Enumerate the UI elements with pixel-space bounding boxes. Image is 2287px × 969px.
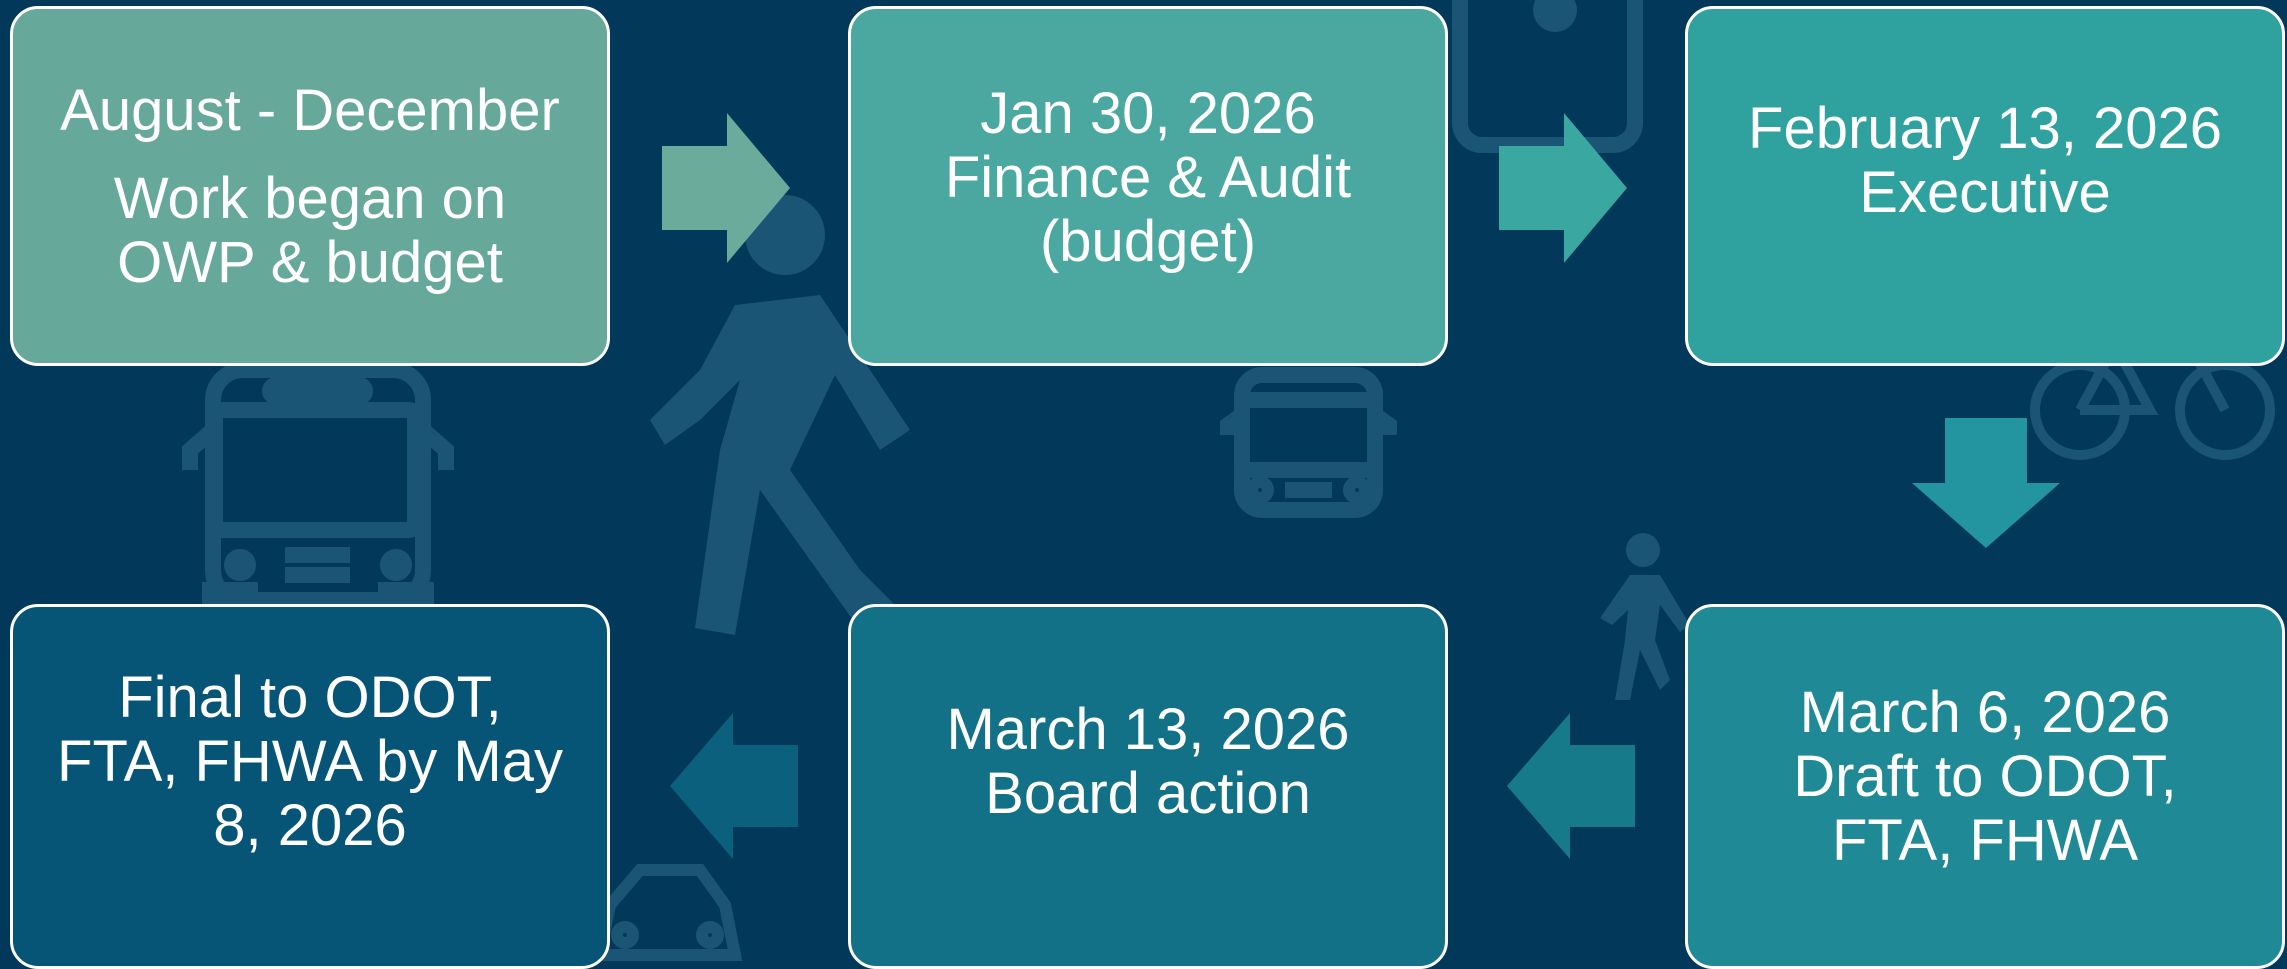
step-2-line-3: (budget) [1039, 209, 1257, 274]
arrow-right-2 [1499, 113, 1627, 263]
step-6-line-2: FTA, FHWA by May [57, 728, 563, 794]
car-icon [592, 864, 743, 961]
step-box-6: Final to ODOT, FTA, FHWA by May 8, 2026 [10, 604, 610, 969]
step-6-line-3: 8, 2026 [213, 792, 407, 858]
step-box-1: August - December Work began on OWP & bu… [10, 6, 610, 366]
arrow-left-1 [1507, 713, 1635, 859]
step-4-line-1: March 6, 2026 [1799, 679, 2171, 745]
arrow-down [1912, 418, 2060, 548]
step-4-line-3: FTA, FHWA [1831, 807, 2139, 873]
step-box-5: March 13, 2026 Board action [848, 604, 1448, 969]
bus-icon [1220, 367, 1397, 518]
step-6-line-1: Final to ODOT, [118, 664, 502, 730]
bus-icon [182, 362, 454, 610]
vehicle-fragment [1533, 0, 1577, 32]
step-4-line-2: Draft to ODOT, [1793, 743, 2177, 809]
step-2-line-2: Finance & Audit [944, 145, 1352, 210]
step-1-line-1: August - December [60, 78, 560, 143]
step-1-line-3: OWP & budget [117, 230, 503, 295]
arrow-right-1 [662, 113, 790, 263]
step-box-4: March 6, 2026 Draft to ODOT, FTA, FHWA [1685, 604, 2285, 969]
step-3-line-2: Executive [1859, 160, 2111, 225]
step-3-line-1: February 13, 2026 [1748, 96, 2222, 161]
vehicle-fragment [1452, 0, 1643, 153]
step-box-2: Jan 30, 2026 Finance & Audit (budget) [848, 6, 1448, 366]
pedestrian-icon [1600, 533, 1690, 700]
step-box-3: February 13, 2026 Executive [1685, 6, 2285, 366]
arrow-left-2 [670, 713, 798, 859]
step-5-line-2: Board action [985, 760, 1311, 826]
step-5-line-1: March 13, 2026 [946, 696, 1350, 762]
step-1-line-2: Work began on [113, 166, 507, 231]
step-2-line-1: Jan 30, 2026 [980, 81, 1316, 146]
